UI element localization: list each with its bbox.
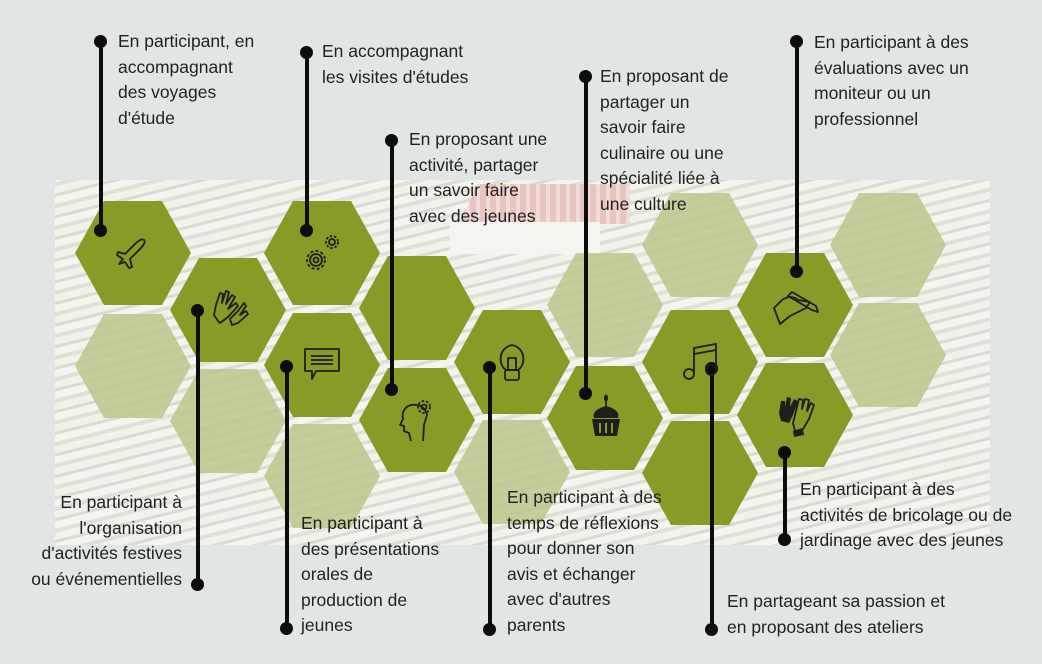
callout-activite: En proposant une activité, partager un s… [409, 129, 548, 226]
callout-bricolage: En participant à des activités de bricol… [800, 479, 1013, 550]
clapping-hands-icon [213, 290, 249, 326]
callout-voyages: En participant, en accompagnant des voya… [118, 31, 255, 128]
callout-festives: En participant à l'organisation d'activi… [31, 492, 182, 589]
gears-icon [306, 235, 339, 270]
hexagon-light [830, 303, 946, 407]
callout-visites: En accompagnant les visites d'études [322, 41, 469, 87]
hexagon-dark [642, 310, 758, 414]
airplane-icon [116, 238, 146, 269]
head-gear-icon [399, 400, 431, 442]
hexagon-light [454, 420, 570, 524]
callout-evaluations: En participant à des évaluations avec un… [814, 32, 969, 129]
hexagon-light [264, 424, 380, 528]
hexagon-light [170, 369, 286, 473]
callout-presentations: En participant à des présentations orale… [301, 513, 440, 635]
callout-reflexions: En participant à des temps de réflexions… [507, 487, 662, 635]
hand-writing-icon [773, 291, 819, 325]
hexagon-dark [737, 253, 853, 357]
hexagon-dark [454, 310, 570, 414]
hexagon-light [75, 314, 191, 418]
cupcake-icon [592, 394, 620, 436]
hexagon-dark [359, 256, 475, 360]
music-note-icon [683, 342, 717, 380]
farmhouse-illustration [440, 184, 630, 254]
hexagon-light [830, 193, 946, 297]
gardening-gloves-icon [779, 397, 815, 437]
hexagon-light [642, 193, 758, 297]
callout-passion: En partageant sa passion et en proposant… [727, 591, 945, 637]
lightbulb-icon [499, 344, 525, 381]
hexagon-dark [642, 421, 758, 525]
speech-bubble-icon [304, 348, 340, 380]
callout-culinaire: En proposant de partager un savoir faire… [600, 66, 729, 214]
hexagon-dark [264, 313, 380, 417]
hexagon-light [547, 253, 663, 357]
